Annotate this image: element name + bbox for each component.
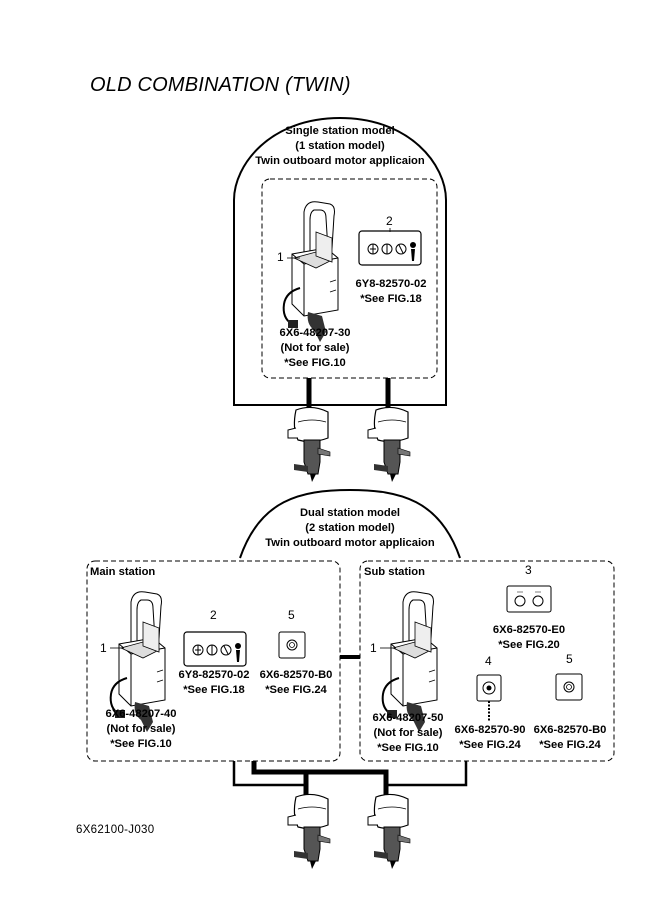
part-note: (Not for sale) [280, 342, 350, 354]
dual-heading-line-2: (2 station model) [305, 522, 395, 534]
switch-panel-single [358, 230, 422, 266]
part-number: 6X6-82570-B0 [259, 669, 333, 681]
dual-heading-line-3: Twin outboard motor applicaion [265, 537, 435, 549]
part-number: 6X6-82570-90 [454, 724, 526, 736]
sub-item4-label: 6X6-82570-90 *See FIG.24 [450, 723, 530, 753]
figure-ref: *See FIG.18 [360, 293, 422, 305]
page-title: OLD COMBINATION (TWIN) [90, 74, 351, 96]
main-station-label: Main station [90, 566, 156, 578]
switch-panel-main [183, 631, 247, 667]
remote-control-single [282, 200, 339, 343]
figure-ref: *See FIG.24 [265, 684, 327, 696]
sub-item3-label: 6X6-82570-E0 *See FIG.20 [486, 623, 572, 653]
part-number: 6X6-82570-B0 [533, 724, 607, 736]
single-heading: Single station model (1 station model) T… [255, 124, 425, 169]
item-number: 3 [525, 563, 532, 577]
outboard-motor-icon [367, 793, 411, 870]
figure-ref: *See FIG.10 [377, 742, 439, 754]
key-switch-sub [476, 674, 502, 722]
figure-ref: *See FIG.10 [110, 738, 172, 750]
two-button-panel-sub [506, 585, 552, 613]
item-number: 1 [277, 250, 284, 264]
part-number: 6X6-48207-50 [372, 712, 444, 724]
figure-ref: *See FIG.20 [498, 639, 560, 651]
part-note: (Not for sale) [373, 727, 443, 739]
part-number: 6X6-48207-40 [105, 708, 177, 720]
part-number: 6Y8-82570-02 [355, 278, 427, 290]
item-number: 1 [100, 641, 107, 655]
main-item1-label: 6X6-48207-40 (Not for sale) *See FIG.10 [96, 707, 186, 752]
single-item2-label: 6Y8-82570-02 *See FIG.18 [346, 277, 436, 307]
figure-ref: *See FIG.24 [459, 739, 521, 751]
sub-item1-label: 6X6-48207-50 (Not for sale) *See FIG.10 [362, 711, 454, 756]
single-heading-line-2: (1 station model) [295, 140, 385, 152]
part-number: 6Y8-82570-02 [178, 669, 250, 681]
sub-item5-label: 6X6-82570-B0 *See FIG.24 [530, 723, 610, 753]
main-item5-label: 6X6-82570-B0 *See FIG.24 [254, 668, 338, 698]
main-item2-label: 6Y8-82570-02 *See FIG.18 [172, 668, 256, 698]
figure-ref: *See FIG.18 [183, 684, 245, 696]
item-number: 2 [210, 608, 217, 622]
part-note: (Not for sale) [106, 723, 176, 735]
outboard-motor-icon [287, 406, 331, 483]
single-heading-line-1: Single station model [285, 125, 395, 137]
outboard-motor-icon [287, 793, 331, 870]
single-button-panel-sub [555, 673, 583, 701]
dual-heading-line-1: Dual station model [299, 507, 401, 519]
item-number: 5 [288, 608, 295, 622]
part-number: 6X6-48207-30 [279, 327, 351, 339]
item-number: 5 [566, 652, 573, 666]
figure-ref: *See FIG.24 [539, 739, 601, 751]
document-code: 6X62100-J030 [76, 824, 155, 836]
single-button-panel-main [278, 631, 306, 659]
dual-heading: Dual station model (2 station model) Twi… [265, 506, 435, 551]
part-number: 6X6-82570-E0 [492, 624, 566, 636]
outboard-motor-icon [367, 406, 411, 483]
single-heading-line-3: Twin outboard motor applicaion [255, 155, 425, 167]
item-number: 2 [386, 214, 393, 228]
item-number: 1 [370, 641, 377, 655]
sub-station-label: Sub station [364, 566, 425, 578]
single-item1-label: 6X6-48207-30 (Not for sale) *See FIG.10 [262, 326, 368, 371]
figure-ref: *See FIG.10 [284, 357, 346, 369]
item-number: 4 [485, 654, 492, 668]
